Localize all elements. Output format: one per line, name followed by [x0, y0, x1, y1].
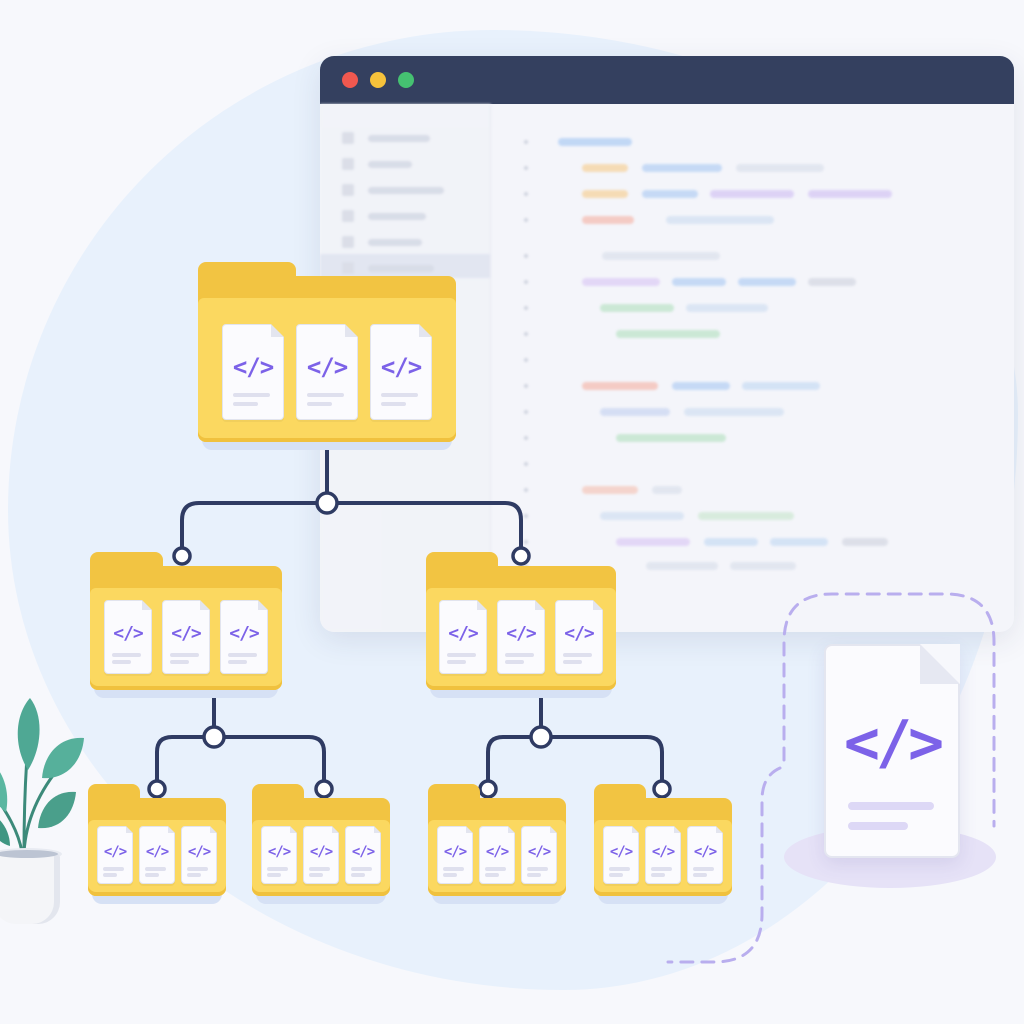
code-file-icon[interactable]: </> [261, 826, 297, 884]
code-brackets-icon: </> [187, 844, 211, 860]
code-brackets-icon: </> [171, 623, 202, 644]
code-brackets-icon: </> [113, 623, 144, 644]
code-file-icon[interactable]: </> [497, 600, 545, 674]
code-brackets-icon: </> [527, 844, 551, 860]
subfolder[interactable]: </> </> </> [426, 552, 616, 698]
code-file-icon[interactable]: </> [824, 644, 960, 858]
code-brackets-icon: </> [485, 844, 509, 860]
code-file-icon[interactable]: </> [479, 826, 515, 884]
plant-pot [0, 852, 60, 924]
file-icon [342, 236, 354, 248]
connector-node [315, 491, 339, 515]
sidebar-item[interactable] [342, 184, 444, 196]
leaf-folder[interactable]: </> </> </> [252, 784, 390, 904]
connector-node [511, 546, 531, 566]
file-icon [342, 158, 354, 170]
code-brackets-icon: </> [309, 844, 333, 860]
page-fold [920, 644, 960, 684]
code-brackets-icon: </> [351, 844, 375, 860]
code-file-icon[interactable]: </> [222, 324, 284, 420]
connector-node [172, 546, 192, 566]
code-file-icon[interactable]: </> [645, 826, 681, 884]
close-window-button[interactable] [342, 72, 358, 88]
code-brackets-icon: </> [506, 623, 537, 644]
code-file-icon[interactable]: </> [220, 600, 268, 674]
code-brackets-icon: </> [229, 623, 260, 644]
code-file-icon[interactable]: </> [303, 826, 339, 884]
code-brackets-icon: </> [443, 844, 467, 860]
code-file-icon[interactable]: </> [345, 826, 381, 884]
code-file-icon[interactable]: </> [687, 826, 723, 884]
sidebar-item[interactable] [342, 210, 426, 222]
leaf-folder[interactable]: </> </> </> [594, 784, 732, 904]
sidebar-item[interactable] [342, 132, 430, 144]
code-editor-window [320, 56, 1014, 632]
connector-node [147, 779, 167, 799]
code-file-icon[interactable]: </> [181, 826, 217, 884]
sidebar-item[interactable] [342, 262, 434, 274]
code-file-icon[interactable]: </> [370, 324, 432, 420]
code-file-icon[interactable]: </> [437, 826, 473, 884]
code-brackets-icon: </> [380, 353, 422, 381]
code-file-icon[interactable]: </> [521, 826, 557, 884]
window-titlebar [320, 56, 1014, 104]
code-brackets-icon: </> [609, 844, 633, 860]
code-file-icon[interactable]: </> [555, 600, 603, 674]
file-icon [342, 210, 354, 222]
pot-soil [0, 850, 58, 858]
code-brackets-icon: </> [564, 623, 595, 644]
sidebar-item[interactable] [342, 236, 422, 248]
code-file-icon[interactable]: </> [162, 600, 210, 674]
connector-node [478, 779, 498, 799]
leaf-folder[interactable]: </> </> </> [428, 784, 566, 904]
code-brackets-icon: </> [306, 353, 348, 381]
code-file-icon[interactable]: </> [104, 600, 152, 674]
connector-node [202, 725, 226, 749]
code-file-icon[interactable]: </> [296, 324, 358, 420]
code-file-icon[interactable]: </> [439, 600, 487, 674]
code-brackets-icon: </> [843, 708, 944, 778]
code-file-icon[interactable]: </> [97, 826, 133, 884]
maximize-window-button[interactable] [398, 72, 414, 88]
subfolder[interactable]: </> </> </> [90, 552, 282, 698]
code-brackets-icon: </> [693, 844, 717, 860]
file-icon [342, 262, 354, 274]
code-brackets-icon: </> [232, 353, 274, 381]
code-area [490, 104, 1014, 632]
code-brackets-icon: </> [267, 844, 291, 860]
code-brackets-icon: </> [145, 844, 169, 860]
sidebar-item[interactable] [342, 158, 412, 170]
minimize-window-button[interactable] [370, 72, 386, 88]
leaf-folder[interactable]: </> </> </> [88, 784, 226, 904]
code-brackets-icon: </> [448, 623, 479, 644]
connector-node [529, 725, 553, 749]
connector-node [314, 779, 334, 799]
connector-node [652, 779, 672, 799]
code-file-icon[interactable]: </> [603, 826, 639, 884]
code-brackets-icon: </> [651, 844, 675, 860]
code-brackets-icon: </> [103, 844, 127, 860]
code-file-icon[interactable]: </> [139, 826, 175, 884]
file-icon [342, 184, 354, 196]
root-folder[interactable]: </> </> </> [198, 262, 456, 450]
file-icon [342, 132, 354, 144]
